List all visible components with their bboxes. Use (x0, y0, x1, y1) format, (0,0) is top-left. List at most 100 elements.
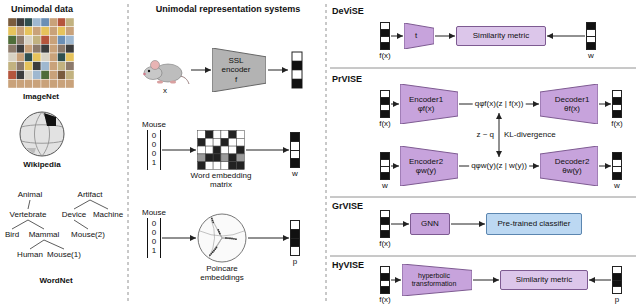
node-text: f(x) (374, 51, 396, 60)
text-label: PrVISE (332, 74, 362, 84)
node-text: hyperbolic transformation (406, 272, 462, 288)
node-text: x (138, 86, 192, 95)
connector-arrow (391, 36, 403, 37)
vector-cells (380, 210, 390, 238)
text-label: ImageNet (23, 92, 59, 101)
node-text: t (415, 31, 417, 40)
node-text: f(x) (374, 119, 396, 128)
vector-cells (612, 266, 622, 294)
poincare-disk: Poincare embeddings (184, 213, 260, 282)
node-text: f(x) (374, 239, 396, 248)
connector-arrow (599, 104, 611, 105)
node-text: GNN (421, 219, 439, 228)
wikipedia-globe (20, 112, 64, 156)
connector-arrow (473, 280, 499, 281)
node-text: Pre-trained classifier (498, 219, 571, 228)
wordnet-tree-lines (12, 200, 108, 249)
text-label: KL-divergence (504, 130, 556, 139)
node-text: SSL encoder (216, 56, 256, 74)
vector-cells (380, 266, 390, 294)
vector-cells (380, 22, 390, 50)
node-text: 0 0 0 1 (152, 132, 157, 167)
node-text: w (580, 51, 602, 60)
vector-cells (380, 152, 390, 180)
node-text: w (374, 181, 396, 190)
connector-arrow (246, 150, 289, 151)
edge-label: qφf(x)(z | f(x)) (473, 99, 526, 108)
node-text: 0 0 0 1 (152, 220, 157, 255)
text-label: Bird (5, 230, 19, 239)
one-hot-vector: Mouse0 0 0 1 (139, 208, 169, 257)
node-text: p (606, 295, 628, 304)
decoder-trapezoid: Decoder2θw(y) (540, 146, 598, 186)
node-text: Word embedding matrix (186, 171, 256, 189)
connector-arrow (435, 36, 455, 37)
embedding-vector: w (374, 152, 396, 190)
connector-arrow (547, 36, 585, 37)
vector-cells (290, 132, 300, 168)
gnn-box: GNN (410, 213, 450, 235)
node-text: Similarity metric (473, 31, 529, 40)
trapezoid-outline (404, 23, 434, 49)
text-label: Human (17, 250, 43, 259)
vector-cells (586, 22, 596, 50)
node-text: f(x) (606, 119, 628, 128)
connector-arrow (391, 224, 409, 225)
mouse-drawing (140, 55, 190, 85)
connector-arrow (248, 238, 289, 239)
node-text: Encoder2 (409, 157, 443, 166)
kl-divergence-arrow (499, 113, 500, 157)
edge-label: qφw(y)(z | w(y)) (469, 161, 529, 170)
embedding-vector: w (580, 22, 602, 60)
embedding-vector: w (284, 132, 306, 178)
feature-vector: f(x) (606, 90, 628, 128)
matrix-drawing (197, 130, 245, 170)
connector-arrow (391, 166, 399, 167)
text-label: Wikipedia (23, 160, 60, 169)
one-hot-vector: Mouse 0 0 0 1 (139, 120, 169, 169)
node-text: Encoder1 (409, 95, 443, 104)
embedding-vector: p (284, 220, 306, 266)
node-text: f (235, 75, 237, 84)
text-label: Animal (18, 190, 42, 199)
feature-vector: f(x) (374, 90, 396, 128)
embedding-vector: p (606, 266, 628, 304)
embedding-vector: w (606, 152, 628, 190)
connector-arrow (391, 280, 401, 281)
encoder-trapezoid: Encoder1φf(x) (400, 84, 458, 124)
text-label: GrVISE (332, 201, 363, 211)
mouse-picture: x (138, 55, 192, 95)
feature-vector: f(x) (374, 210, 396, 248)
text-label: Mouse(1) (47, 250, 81, 259)
text-label: Unimodal data (11, 4, 73, 14)
connector-arrow (391, 104, 399, 105)
vector-cells (290, 220, 300, 256)
vector-cells (612, 152, 622, 180)
node-text: w (606, 181, 628, 190)
imagenet-collage (8, 18, 74, 88)
ssl-output-vector (268, 52, 302, 88)
classifier-box: Pre-trained classifier (486, 213, 582, 235)
node-text: θw(y) (562, 166, 582, 175)
transform-trapezoid: t (404, 23, 434, 49)
section-separators (128, 4, 636, 304)
text-label: Unimodal representation systems (156, 4, 301, 14)
connector-arrow (162, 238, 196, 239)
node-text: p (284, 257, 306, 266)
feature-vector: f(x) (374, 266, 396, 304)
connector-arrow (589, 280, 611, 281)
node-text: Mouse (139, 120, 169, 129)
encoder-trapezoid: Encoder2φw(y) (400, 146, 458, 186)
node-text: Decoder2 (555, 157, 590, 166)
encoder-trapezoid: SSL encoderf (212, 48, 266, 92)
bracket: 0 0 0 1 (147, 130, 161, 169)
bracket: 0 0 0 1 (147, 218, 161, 257)
connector-arrow (599, 166, 611, 167)
node-text: φw(y) (416, 166, 436, 175)
text-label: Machine (93, 210, 123, 219)
text-label: Vertebrate (10, 210, 47, 219)
node-text: Similarity metric (516, 275, 572, 284)
node-text: φf(x) (418, 104, 435, 113)
similarity-box: Similarity metric (500, 270, 588, 290)
node-text: θf(x) (564, 104, 580, 113)
